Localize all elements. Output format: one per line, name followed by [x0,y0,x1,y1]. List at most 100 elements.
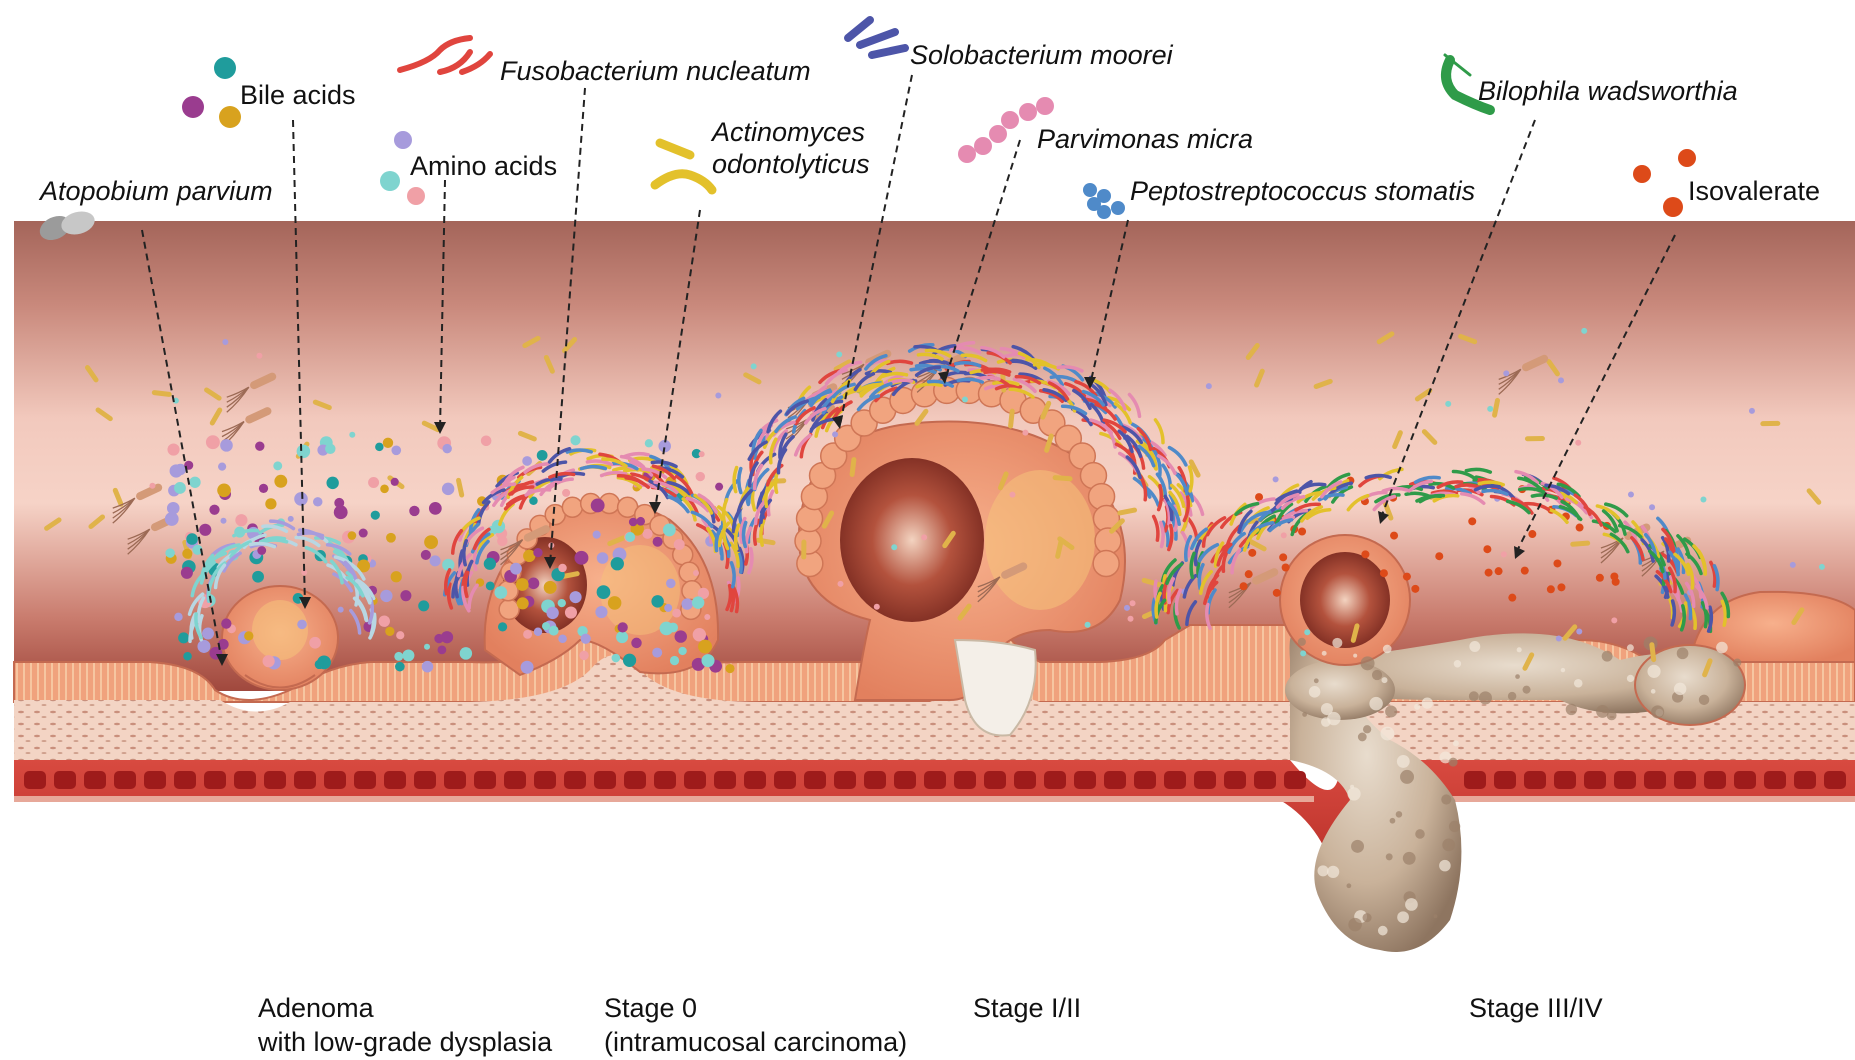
muscle-fiber [24,771,46,789]
muscle-fiber [354,771,376,789]
metabolite-particle [1273,476,1279,482]
metabolite-particle [368,477,379,488]
metabolite-particle [167,443,179,455]
tumor-cell [1523,686,1531,694]
metabolite-particle [1503,370,1509,376]
metabolite-particle [259,484,268,493]
stage-caption-line1: Stage I/II [973,992,1081,1026]
metabolite-particle [1304,629,1310,635]
metabolite-particle [422,661,434,673]
metabolite-particle [523,630,532,639]
metabolite-particle [693,570,699,576]
muscle-fiber [564,771,586,789]
muscle-fiber [1674,771,1696,789]
muscle-fiber [1014,771,1036,789]
metabolite-particle [183,652,192,661]
metabolite-particle [574,551,588,565]
metabolite-particle [696,472,705,481]
tumor-cell [1318,865,1329,876]
tumor-cell [1454,660,1461,667]
metabolite-particle [165,548,174,557]
tumor-cell [1453,740,1459,746]
metabolite-particle [220,439,233,452]
tumor-cell [1346,883,1351,888]
metabolite-particle [651,595,663,607]
metabolite-particle [1445,401,1451,407]
isovalerate-particle [1435,552,1443,560]
tumor-cell [1298,638,1306,646]
metabolite-particle [629,518,638,527]
tumor-cell [1386,853,1393,860]
label-solobacterium-moorei: Solobacterium moorei [910,40,1173,70]
tumor-cell [1361,656,1375,670]
metabolite-particle [522,456,532,466]
muscle-fiber [924,771,946,789]
tumor-cell [1372,670,1382,680]
isovalerate-particle [1521,567,1529,575]
metabolite-particle [516,578,529,591]
solobacterium-icon [848,20,905,55]
metabolite-particle [699,451,705,457]
tumor-cell [1651,689,1656,694]
isovalerate-particle [1485,569,1493,577]
label-peptostreptococcus-stomatis: Peptostreptococcus stomatis [1130,176,1475,206]
tumor-cell [1674,683,1686,695]
tumor-cell [1390,818,1396,824]
metabolite-particle [189,477,200,488]
lumen-rod-bacterium [1525,436,1545,441]
metabolite-particle [597,552,609,564]
metabolite-particle [1130,600,1136,606]
tumor-cell [1322,651,1327,656]
label-actinomyces-line1: Actinomyces [712,117,865,147]
metabolite-particle [612,654,621,663]
isovalerate-particle [1298,527,1306,535]
metabolite-particle [591,498,605,512]
tumor-cell [1439,860,1451,872]
muscle-fiber [834,771,856,789]
metabolite-particle [494,586,507,599]
metabolite-particle [481,435,492,446]
muscle-fiber [1584,771,1606,789]
tumor-cell [1363,913,1372,922]
muscle-fiber [1734,771,1756,789]
metabolite-particle [442,483,454,495]
tumor-cell [1363,725,1371,733]
metabolite-particle [751,363,757,369]
tumor-cell [1327,712,1340,725]
metabolite-particle [1022,430,1028,436]
muscle-fiber [1044,771,1066,789]
tumor-cell [1442,838,1455,851]
muscle-fiber [1794,771,1816,789]
metabolite-particle [221,618,231,628]
muscle-fiber [1134,771,1156,789]
metabolite-particle [385,627,394,636]
metabolite-particle [565,607,577,619]
metabolite-particle [674,539,685,550]
metabolite-particle [597,585,611,599]
metabolite-particle [715,483,723,491]
metabolite-particle [288,516,294,522]
metabolite-particle [653,537,663,547]
metabolite-particle [528,578,540,590]
metabolite-particle [394,652,403,661]
metabolite-particle [174,613,182,621]
metabolite-particle [218,463,226,471]
isovalerate-particle [1596,574,1604,582]
stage-caption-stage-0: Stage 0 (intramucosal carcinoma) [604,992,907,1060]
metabolite-particle [297,620,307,630]
metabolite-particle [664,604,672,612]
tumor-cell [1422,698,1433,709]
muscle-fiber [1764,771,1786,789]
tumor-cell [1699,695,1709,705]
tumor-cell [1332,638,1342,648]
metabolite-particle [832,431,838,437]
isovalerate-particle [1528,530,1536,538]
muscle-fiber [714,771,736,789]
metabolite-particle [570,435,580,445]
stage-caption-line1: Adenoma [258,992,552,1026]
isovalerate-particle [1361,550,1369,558]
tumor-cell [1441,794,1451,804]
metabolite-particle [409,506,419,516]
tumor-cell [1380,727,1394,741]
metabolite-particle [668,623,678,633]
